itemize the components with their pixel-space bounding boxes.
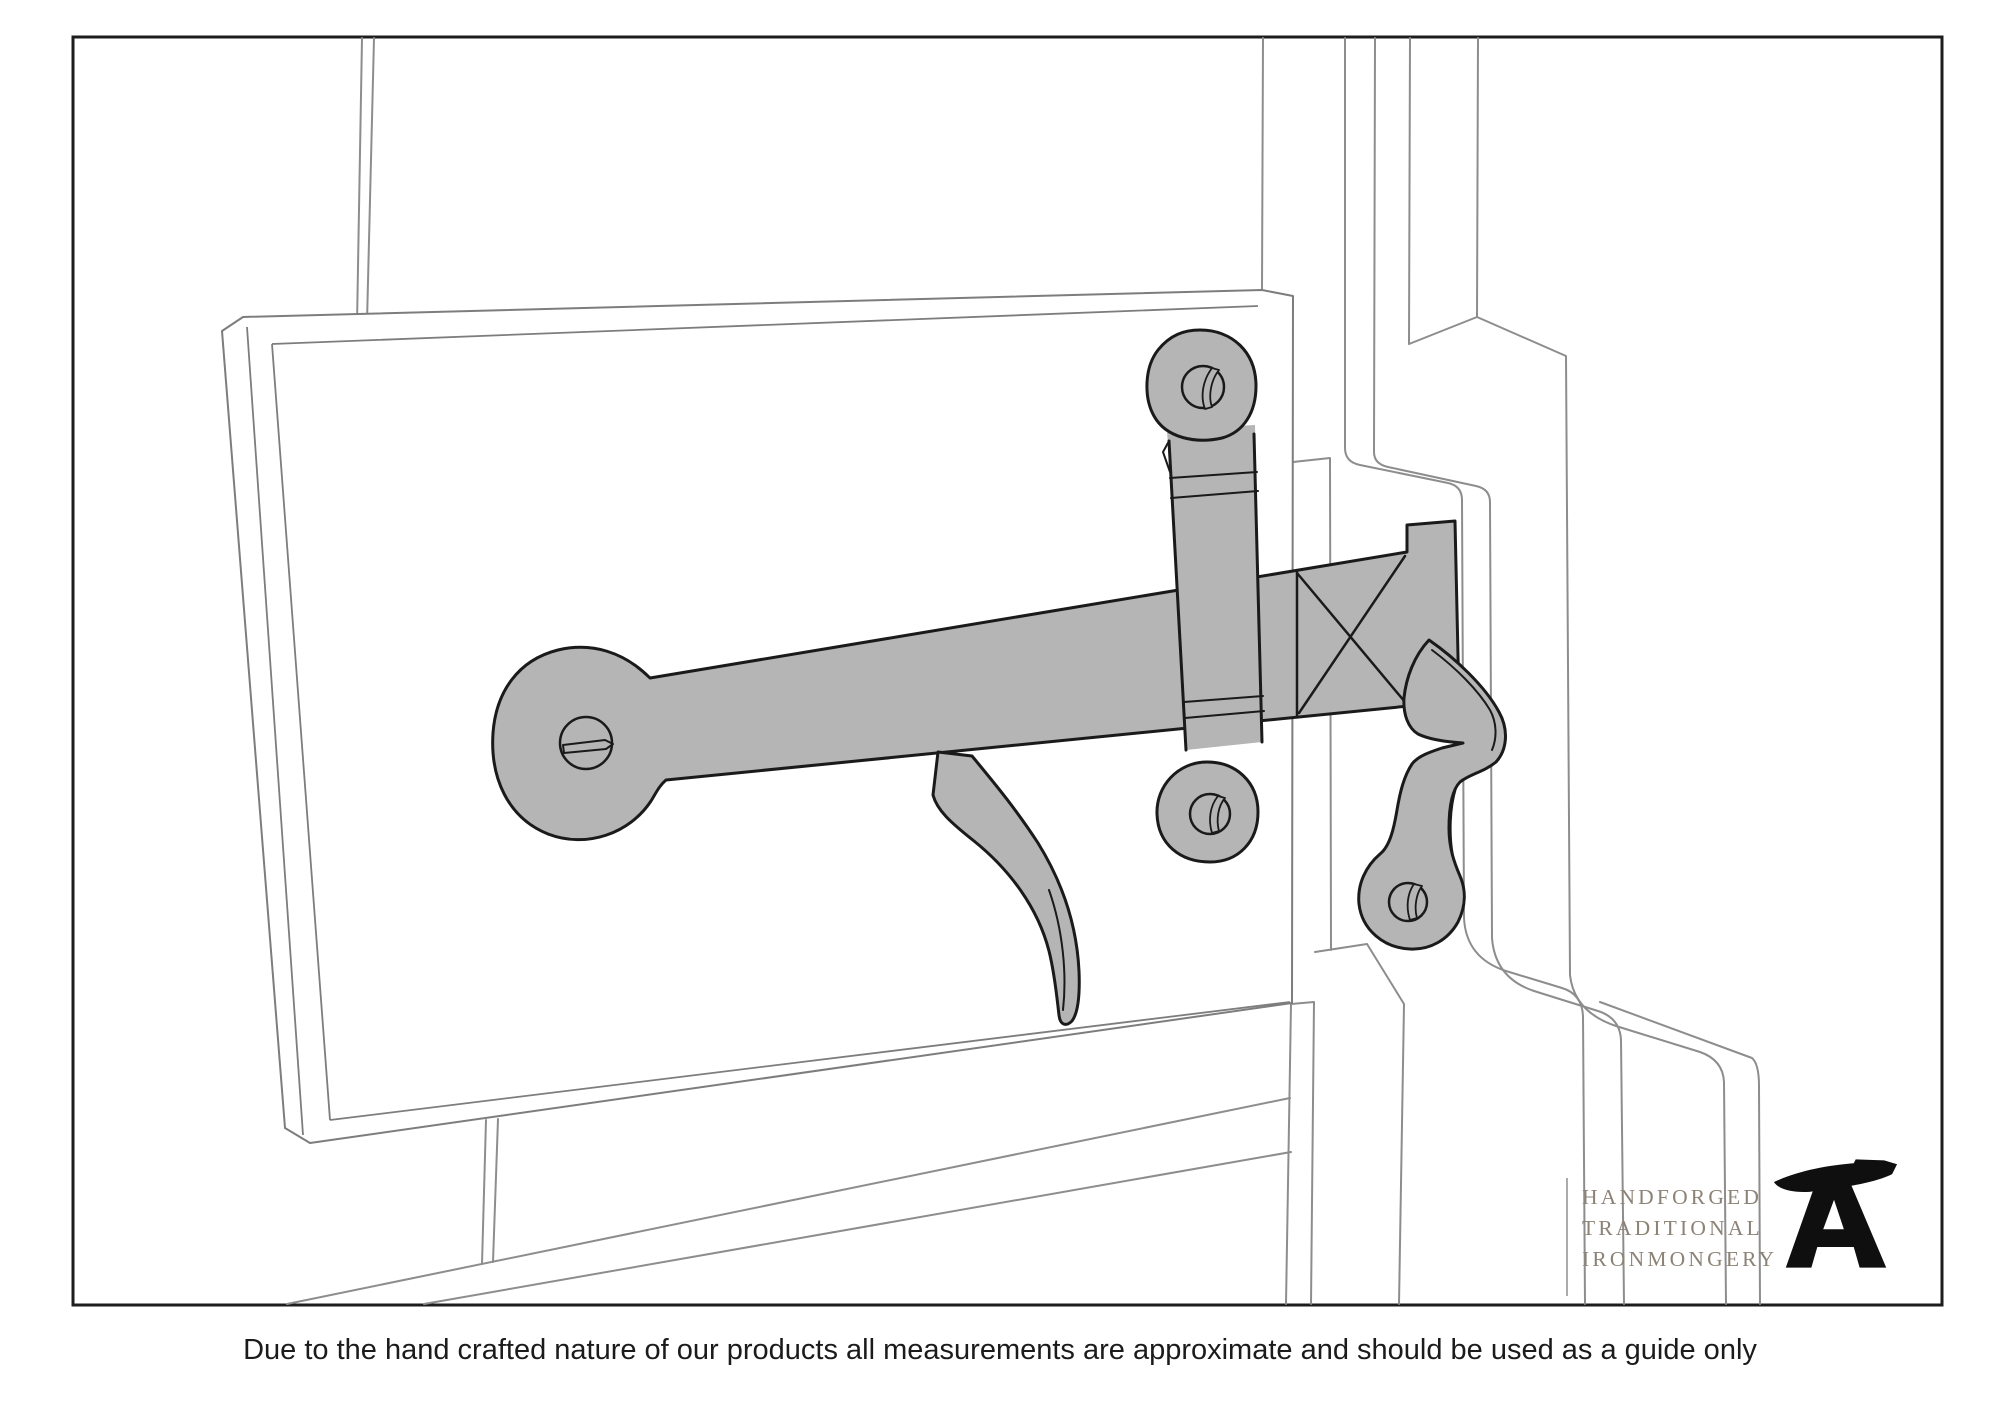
frame-outer-line	[1476, 316, 1727, 1305]
keeper-strap-edges	[1167, 432, 1264, 752]
frame-moulding-line-3	[1408, 37, 1411, 345]
keeper-strap-fill	[1167, 425, 1262, 750]
door-edge-lower	[1285, 1001, 1315, 1305]
logo-left-rule	[1566, 1178, 1568, 1296]
backplate-bevel-lines	[246, 305, 1291, 1136]
architrave-outer-line	[1599, 1001, 1761, 1305]
latch-hardware	[491, 328, 1507, 1026]
thumb-lever-edge-line	[1048, 889, 1066, 1011]
keeper-bottom-plate	[1155, 760, 1260, 864]
logo-line-3: IRONMONGERY	[1582, 1247, 1778, 1271]
keeper-top-plate	[1145, 328, 1258, 442]
keeper-bottom-screw	[1188, 792, 1232, 836]
measurement-disclaimer: Due to the hand crafted nature of our pr…	[243, 1334, 1757, 1366]
door-ledge-line-2	[423, 1151, 1292, 1305]
frame-moulding-line-1	[1344, 37, 1586, 1305]
logo-line-2: TRADITIONAL	[1582, 1216, 1763, 1240]
latch-bar-cross-detail	[1295, 554, 1407, 718]
catch-screw-slot	[1406, 883, 1423, 921]
page-border	[71, 35, 1944, 1307]
door-board-joint-top	[356, 37, 375, 325]
keeper-top-screw-slot	[1201, 367, 1220, 410]
frame-moulding-line-2	[1373, 37, 1625, 1305]
logo-wordmark: HANDFORGED TRADITIONAL IRONMONGERY	[1582, 1182, 1777, 1275]
door-edge-line	[1261, 37, 1264, 290]
thumb-lever	[931, 750, 1081, 1026]
keeper-top-screw	[1180, 364, 1226, 410]
bar-screw-slot	[562, 739, 614, 754]
frame-moulding-step	[1408, 37, 1479, 345]
door-board-joint-bottom	[481, 1118, 499, 1265]
catch-hook	[1357, 638, 1507, 951]
door-ledge-line-1	[286, 1097, 1291, 1305]
catch-screw	[1387, 881, 1429, 923]
anvil-icon	[1773, 1159, 1898, 1268]
brand-logo: HANDFORGED TRADITIONAL IRONMONGERY	[1552, 1156, 1912, 1306]
catch-hook-edge-lines	[1431, 649, 1497, 857]
keeper-bottom-screw-slot	[1209, 795, 1226, 834]
logo-line-1: HANDFORGED	[1582, 1185, 1763, 1209]
keeper-strap-bands	[1162, 440, 1265, 719]
